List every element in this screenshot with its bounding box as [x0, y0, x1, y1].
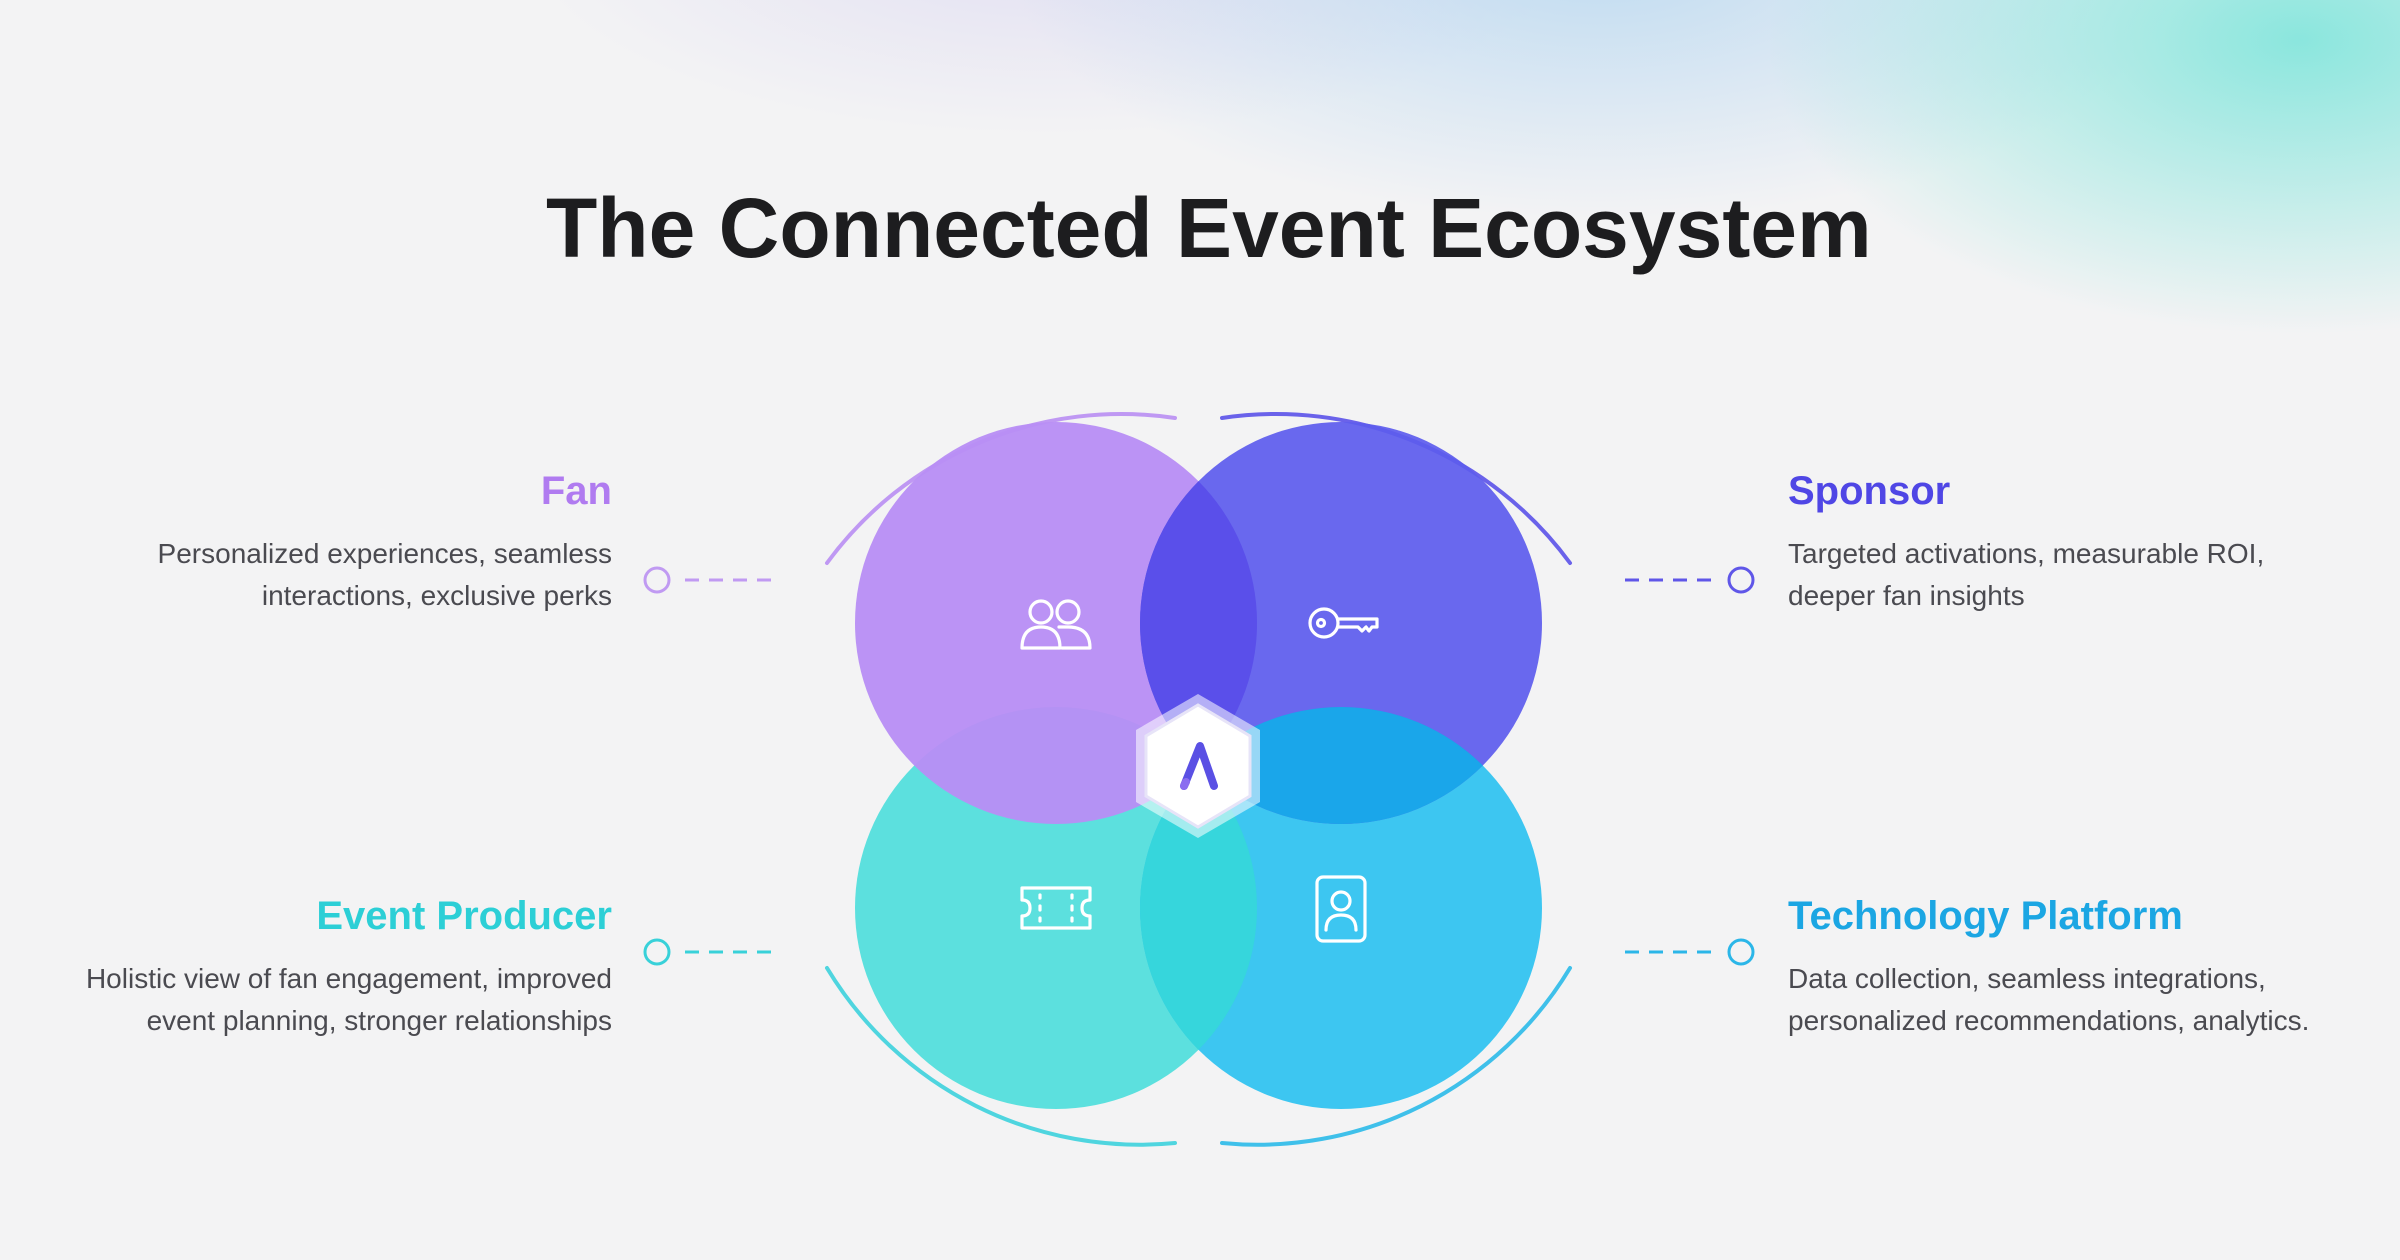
sponsor-desc-line-2: deeper fan insights — [1788, 580, 2025, 611]
sponsor-description: Targeted activations, measurable ROI, de… — [1788, 533, 2400, 617]
sponsor-label-block: Sponsor Targeted activations, measurable… — [1788, 467, 2400, 617]
event-producer-desc-line-1: Holistic view of fan engagement, improve… — [85, 963, 612, 994]
technology-platform-desc-line-2: personalized recommendations, analytics. — [1788, 1005, 2310, 1036]
key-icon — [1308, 607, 1379, 639]
hexagon-logo-icon — [1136, 694, 1260, 838]
connector-technology-platform — [1625, 938, 1755, 966]
ticket-icon — [1020, 886, 1092, 930]
arc-bottom-left — [825, 966, 1177, 1147]
connector-fan — [643, 566, 776, 594]
fan-description: Personalized experiences, seamless inter… — [0, 533, 612, 617]
sponsor-title: Sponsor — [1788, 469, 1951, 513]
page-title: The Connected Event Ecosystem — [546, 181, 1872, 275]
arc-bottom-right — [1220, 966, 1572, 1147]
fan-title: Fan — [540, 469, 612, 513]
connector-event-producer — [643, 938, 776, 966]
connector-sponsor — [1625, 566, 1755, 594]
event-producer-title: Event Producer — [316, 894, 612, 938]
sponsor-desc-line-1: Targeted activations, measurable ROI, — [1788, 538, 2265, 569]
page-title-wrap: The Connected Event Ecosystem — [546, 178, 1872, 278]
people-icon — [1020, 599, 1092, 650]
event-producer-description: Holistic view of fan engagement, improve… — [0, 958, 612, 1042]
technology-platform-desc-line-1: Data collection, seamless integrations, — [1788, 963, 2266, 994]
event-producer-desc-line-2: event planning, stronger relationships — [146, 1005, 612, 1036]
fan-label-block: Fan Personalized experiences, seamless i… — [0, 467, 612, 617]
technology-platform-description: Data collection, seamless integrations, … — [1788, 958, 2400, 1042]
fan-desc-line-2: interactions, exclusive perks — [261, 580, 612, 611]
fan-desc-line-1: Personalized experiences, seamless — [157, 538, 612, 569]
event-producer-label-block: Event Producer Holistic view of fan enga… — [0, 892, 612, 1042]
id-badge-icon — [1315, 875, 1367, 943]
technology-platform-label-block: Technology Platform Data collection, sea… — [1788, 892, 2400, 1042]
technology-platform-title: Technology Platform — [1788, 894, 2183, 938]
